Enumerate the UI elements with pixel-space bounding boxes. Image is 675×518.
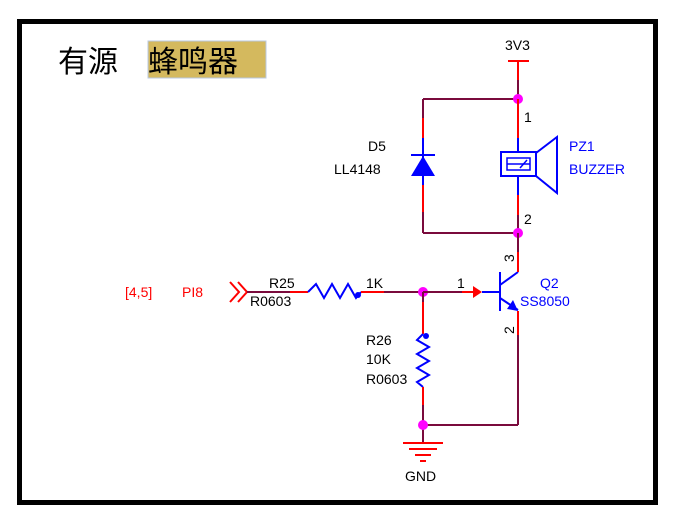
transistor-q2[interactable]: 1 3 2 Q2 SS8050 <box>457 252 570 335</box>
wire-top <box>422 98 518 118</box>
power-3v3-symbol[interactable]: 3V3 <box>505 37 530 99</box>
q2-pin3: 3 <box>501 254 517 262</box>
q2-pin1: 1 <box>457 275 465 291</box>
title-plain: 有源 <box>58 45 118 80</box>
resistor-r25[interactable]: R25 R0603 1K <box>250 275 384 309</box>
r26-footprint: R0603 <box>366 371 407 387</box>
d5-designator: D5 <box>368 138 386 154</box>
r25-value: 1K <box>366 275 384 291</box>
q2-designator: Q2 <box>540 275 559 291</box>
schematic-frame <box>17 19 658 505</box>
resistor-r26[interactable]: R26 10K R0603 <box>366 302 431 405</box>
r25-designator: R25 <box>269 275 295 291</box>
pz1-designator: PZ1 <box>569 138 595 154</box>
d5-value: LL4148 <box>334 161 381 177</box>
ground-net-label: GND <box>405 468 436 484</box>
port-sheet-ref: [4,5] <box>125 284 152 300</box>
r25-footprint: R0603 <box>250 293 291 309</box>
port-pi8[interactable]: [4,5] PI8 <box>125 281 249 303</box>
r26-designator: R26 <box>366 332 392 348</box>
q2-value: SS8050 <box>520 293 570 309</box>
pz1-pin2: 2 <box>524 211 532 227</box>
port-net-label: PI8 <box>182 284 203 300</box>
junction-ground <box>418 420 428 430</box>
q2-pin2: 2 <box>501 326 517 334</box>
ground-symbol[interactable]: GND <box>403 442 443 484</box>
title-highlighted: 蜂鸣器 <box>148 45 238 80</box>
buzzer-pz1[interactable]: 1 2 PZ1 BUZZER <box>500 99 625 227</box>
pz1-pin1: 1 <box>524 109 532 125</box>
pz1-value: BUZZER <box>569 161 625 177</box>
title-highlight <box>147 40 267 79</box>
power-net-label: 3V3 <box>505 37 530 53</box>
r26-value: 10K <box>366 351 392 367</box>
diode-d5[interactable]: D5 LL4148 <box>334 118 435 212</box>
